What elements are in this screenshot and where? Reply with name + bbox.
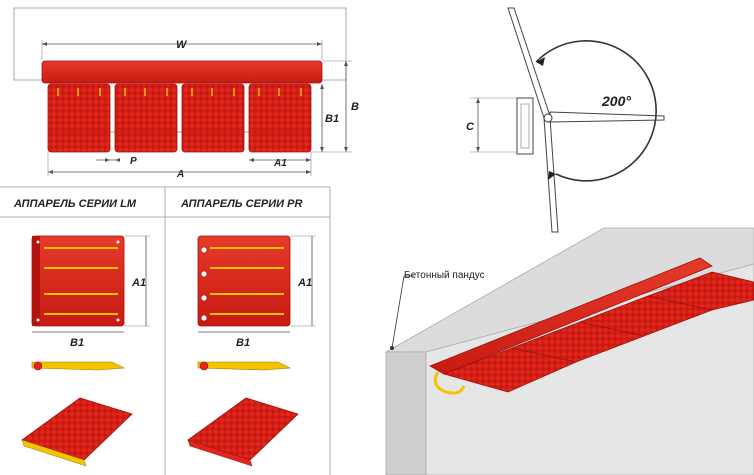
ramp-bracket — [433, 371, 466, 395]
ramp-side — [385, 351, 427, 475]
series-lm-title: АППАРЕЛЬ СЕРИИ LM — [13, 198, 137, 210]
dim-label-w: W — [176, 39, 188, 51]
dim-label-c: C — [466, 121, 475, 133]
pr-dim-b1: B1 — [236, 337, 250, 349]
dim-label-a1: A1 — [273, 158, 287, 169]
hinge-marks — [57, 88, 302, 96]
front-view: W B B1 P A1 A — [13, 7, 359, 180]
lip-plate — [248, 83, 312, 153]
dim-label-a: A — [176, 169, 184, 180]
pr-dim-a1: A1 — [297, 277, 312, 289]
pr-perspective — [187, 397, 299, 467]
concrete-ramp-view: Бетонный пандус — [384, 227, 754, 475]
angle-arc — [535, 40, 657, 182]
dim-label-b: B — [351, 101, 359, 113]
series-comparison: АППАРЕЛЬ СЕРИИ LM АППАРЕЛЬ СЕРИИ PR A1 B… — [0, 186, 331, 475]
lm-dim-b1: B1 — [70, 337, 84, 349]
lm-profile — [31, 361, 126, 371]
lm-perspective — [21, 397, 133, 467]
pr-profile — [197, 361, 292, 371]
angle-label: 200° — [601, 93, 631, 109]
dim-label-b1: B1 — [325, 113, 339, 125]
lm-dim-a1: A1 — [131, 277, 146, 289]
dim-label-p: P — [130, 156, 137, 167]
ramp-lips — [442, 271, 754, 393]
lip-plates — [47, 83, 312, 153]
side-view: C 200° — [466, 7, 665, 233]
hinge-bar — [41, 60, 323, 84]
ramp-callout: Бетонный пандус — [404, 270, 485, 281]
ramp-hinge-bar — [429, 257, 713, 375]
lip-plate — [47, 83, 111, 153]
lip-plate — [181, 83, 245, 153]
lip-plate — [114, 83, 178, 153]
series-pr-title: АППАРЕЛЬ СЕРИИ PR — [180, 198, 302, 210]
lm-plate — [31, 235, 125, 327]
pr-plate — [197, 235, 291, 327]
